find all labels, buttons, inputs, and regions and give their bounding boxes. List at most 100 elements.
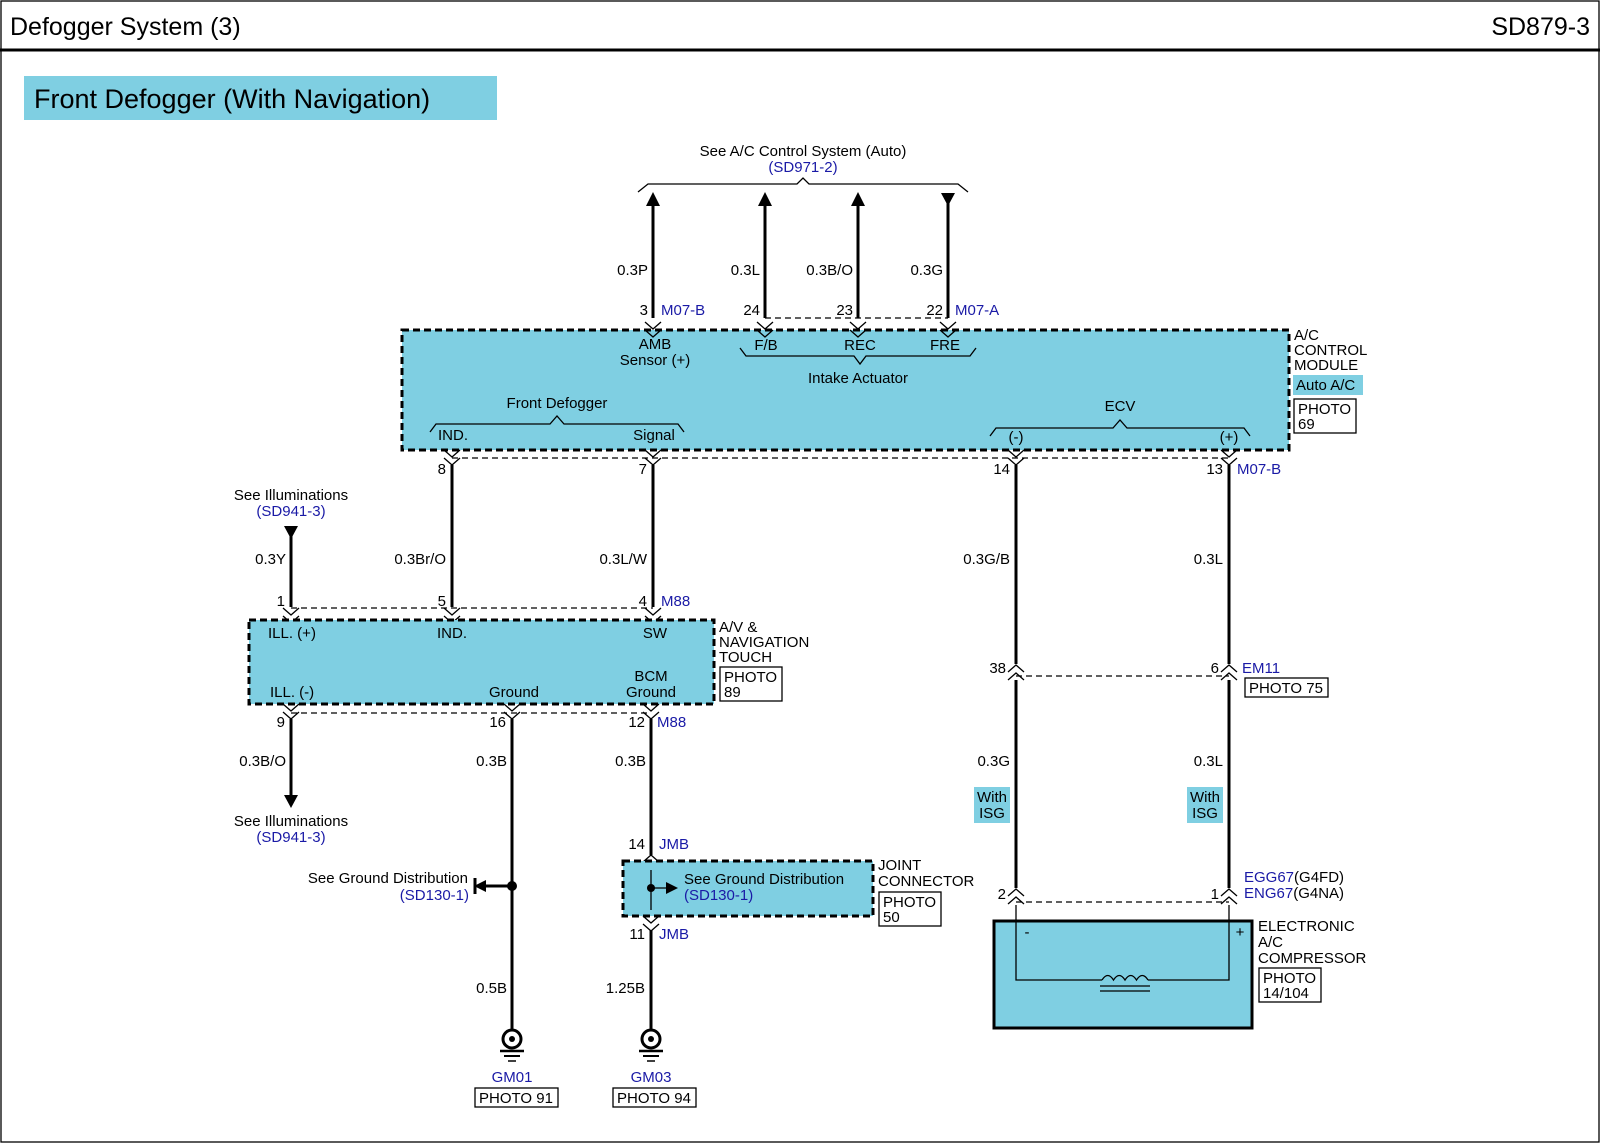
connector-m07b-bottom[interactable]: M07-B <box>1237 461 1281 478</box>
gm03-photo-box[interactable] <box>612 1087 697 1108</box>
connector-m88-bottom[interactable]: M88 <box>657 714 686 731</box>
em11-pin-38: 38 <box>989 660 1006 677</box>
ac-module-name-2: CONTROL <box>1294 342 1367 359</box>
arrow-up-icon <box>851 192 865 206</box>
connector-jmb-top[interactable]: JMB <box>659 836 689 853</box>
em11-photo-box[interactable] <box>1244 677 1329 698</box>
connector-m07b-top[interactable]: M07-B <box>661 302 705 319</box>
joint-ground-text: See Ground Distribution <box>684 871 844 888</box>
top-wire-24 <box>758 192 772 318</box>
joint-photo-2: 50 <box>883 909 900 926</box>
arrow-down-icon <box>284 795 298 808</box>
pin-8: 8 <box>438 461 446 478</box>
joint-ground-link[interactable]: (SD130-1) <box>684 887 753 904</box>
isg-right-1: With <box>1190 789 1220 806</box>
eng67-suffix: (G4NA) <box>1293 885 1344 902</box>
wire-gauge-16b: 0.5B <box>476 980 507 997</box>
jmb-pin-11: 11 <box>629 926 645 943</box>
coil-icon <box>1101 974 1149 982</box>
auto-ac-label: Auto A/C <box>1296 377 1355 394</box>
compressor-name-3: COMPRESSOR <box>1258 950 1367 967</box>
signal-label: Signal <box>633 427 675 444</box>
nav-photo-2: 89 <box>724 684 741 701</box>
pin-4: 4 <box>639 593 647 610</box>
ac-module-name-3: MODULE <box>1294 357 1358 374</box>
ground-gm01-label[interactable]: GM01 <box>492 1069 533 1086</box>
connector-m07a[interactable]: M07-A <box>955 302 999 319</box>
connector-eng67[interactable]: ENG67 <box>1244 885 1293 902</box>
connector-egg67[interactable]: EGG67 <box>1244 869 1294 886</box>
pin-3: 3 <box>640 302 648 319</box>
connector-jmb-bottom[interactable]: JMB <box>659 926 689 943</box>
joint-photo-1: PHOTO <box>883 894 936 911</box>
compressor-photo-2: 14/104 <box>1263 985 1309 1002</box>
pin-9: 9 <box>277 714 285 731</box>
ecv-brace <box>989 419 1251 437</box>
gm01-photo-box[interactable] <box>474 1087 559 1108</box>
nav-module-name-1: A/V & <box>719 619 757 636</box>
pin-7: 7 <box>639 461 647 478</box>
connector-eng67-line[interactable]: ENG67(G4NA) <box>1244 885 1344 902</box>
wire-gauge-8: 0.3Br/O <box>394 551 446 568</box>
ac-photo-2: 69 <box>1298 416 1315 433</box>
compressor-photo-box[interactable] <box>1258 967 1322 1003</box>
nav-ind-label: IND. <box>437 625 467 642</box>
pin-16: 16 <box>489 714 506 731</box>
terminal-icon <box>642 915 660 932</box>
wire-gauge-23: 0.3B/O <box>806 262 853 279</box>
ill-minus-label: ILL. (-) <box>270 684 314 701</box>
terminal-icon <box>849 321 867 338</box>
connector-egg67-line[interactable]: EGG67(G4FD) <box>1244 869 1344 886</box>
compressor-name-2: A/C <box>1258 934 1283 951</box>
terminal-icon <box>1220 888 1238 905</box>
arrow-up-icon <box>758 192 772 206</box>
compressor-name-1: ELECTRONIC <box>1258 918 1355 935</box>
terminal-icon <box>644 321 662 338</box>
nav-module-name-2: NAVIGATION <box>719 634 809 651</box>
nav-module-name-3: TOUCH <box>719 649 772 666</box>
ac-control-module[interactable] <box>400 328 1291 452</box>
compressor-plus: + <box>1236 924 1245 941</box>
illum-top-link[interactable]: (SD941-3) <box>256 503 325 520</box>
ground-gm03-label[interactable]: GM03 <box>631 1069 672 1086</box>
rec-label: REC <box>844 337 876 354</box>
ac-photo-box[interactable] <box>1293 398 1357 434</box>
amb-label-1: AMB <box>639 336 672 353</box>
connector-em11[interactable]: EM11 <box>1242 660 1280 677</box>
compressor-pin-2: 2 <box>998 886 1006 903</box>
em11-pin-6: 6 <box>1211 660 1219 677</box>
joint-name-2: CONNECTOR <box>878 873 975 890</box>
wire-gauge-16: 0.3B <box>476 753 507 770</box>
ecv-minus-label: (-) <box>1009 429 1024 446</box>
nav-photo-box[interactable] <box>719 666 783 702</box>
ac-compressor[interactable] <box>992 919 1254 1030</box>
wire-gauge-12: 0.3B <box>615 753 646 770</box>
top-wire-22 <box>941 193 955 318</box>
wire-gauge-6: 0.3L <box>1194 753 1223 770</box>
top-reference-link[interactable]: (SD971-2) <box>768 159 837 176</box>
fre-label: FRE <box>930 337 960 354</box>
av-navigation-module[interactable] <box>247 618 716 706</box>
intake-brace <box>739 347 977 366</box>
nav-photo-1: PHOTO <box>724 669 777 686</box>
top-reference-brace <box>637 177 969 193</box>
wire-gauge-14: 0.3G/B <box>963 551 1010 568</box>
ecv-label: ECV <box>1105 398 1136 415</box>
top-wire-3 <box>646 192 660 318</box>
wire-gauge-7: 0.3L/W <box>599 551 647 568</box>
pin-12: 12 <box>628 714 645 731</box>
illum-bottom-link[interactable]: (SD941-3) <box>256 829 325 846</box>
pin-22: 22 <box>926 302 943 319</box>
connector-m88-top[interactable]: M88 <box>661 593 690 610</box>
ind-label: IND. <box>438 427 468 444</box>
ground-label: Ground <box>489 684 539 701</box>
ground-dist-left-link[interactable]: (SD130-1) <box>400 887 469 904</box>
joint-photo-box[interactable] <box>878 891 942 927</box>
egg67-suffix: (G4FD) <box>1294 869 1344 886</box>
wire-gauge-38: 0.3G <box>977 753 1010 770</box>
isg-tag-right <box>1187 787 1223 823</box>
em11-photo: PHOTO 75 <box>1249 680 1323 697</box>
pin-1: 1 <box>277 593 285 610</box>
illum-bottom-text: See Illuminations <box>234 813 348 830</box>
